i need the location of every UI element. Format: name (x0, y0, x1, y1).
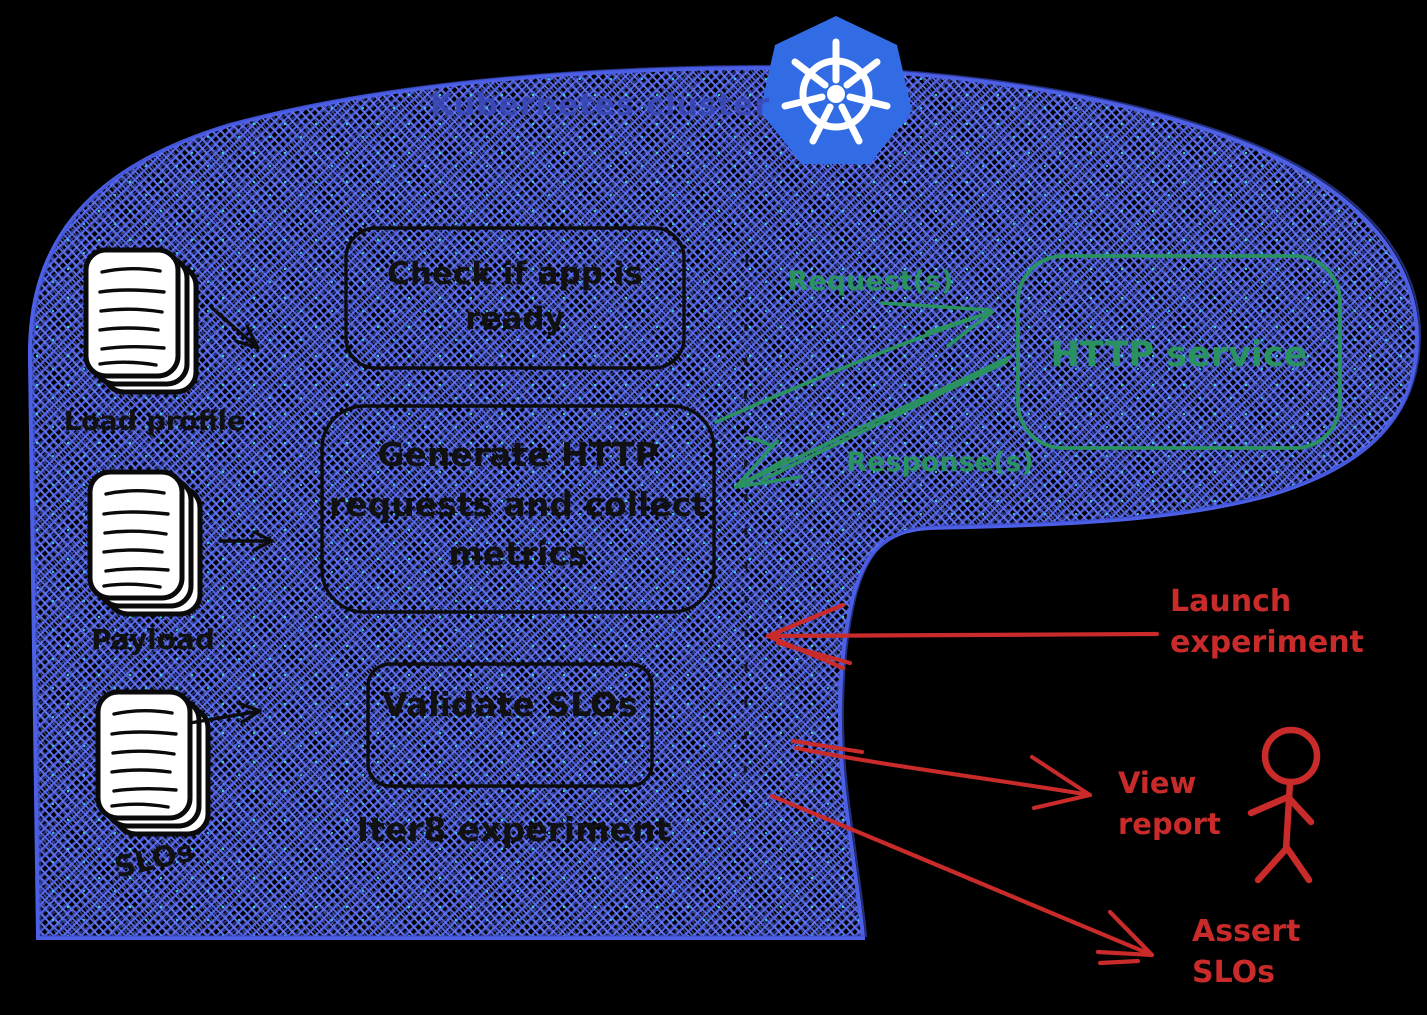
document-stack-icon-payload (87, 469, 203, 617)
step-box-validate-slos (366, 662, 654, 788)
response-arrow (734, 355, 1012, 489)
assert-slos-arrow (769, 793, 1155, 966)
document-stack-icon-slos (95, 689, 211, 837)
response-arrow-label: Response(s) (846, 447, 1034, 478)
action-label-launch-experiment: Launch experiment (1170, 584, 1364, 660)
kubernetes-wheel-icon (760, 16, 912, 164)
http-service-label: HTTP service (1050, 335, 1308, 375)
input-arrows (188, 306, 274, 725)
cluster-title: Kubernetes cluster (430, 88, 771, 123)
step-label-validate-slos: Validate SLOs (382, 685, 638, 724)
step-label-check-ready: Check if app is ready (387, 256, 643, 337)
input-label-load-profile: Load profile (63, 406, 246, 437)
request-arrow-label: Request(s) (787, 266, 954, 297)
step-box-check-ready (344, 226, 686, 370)
step-box-generate-requests (320, 404, 716, 614)
http-service-box (1016, 254, 1342, 450)
view-report-arrow (791, 739, 1092, 810)
step-label-generate-requests: Generate HTTP requests and collect metri… (328, 435, 708, 573)
document-stack-icon-load-profile (83, 247, 199, 395)
iter8-experiment-label: Iter8 experiment (356, 810, 672, 849)
action-label-view-report: View report (1118, 766, 1221, 841)
stick-figure-icon (1247, 726, 1321, 884)
launch-experiment-arrow (765, 602, 1160, 671)
request-arrow (714, 301, 994, 424)
action-label-assert-slos: Assert SLOs (1192, 914, 1301, 990)
input-label-payload: Payload (91, 623, 215, 656)
iter8-boundary-dashed-line (742, 255, 749, 835)
